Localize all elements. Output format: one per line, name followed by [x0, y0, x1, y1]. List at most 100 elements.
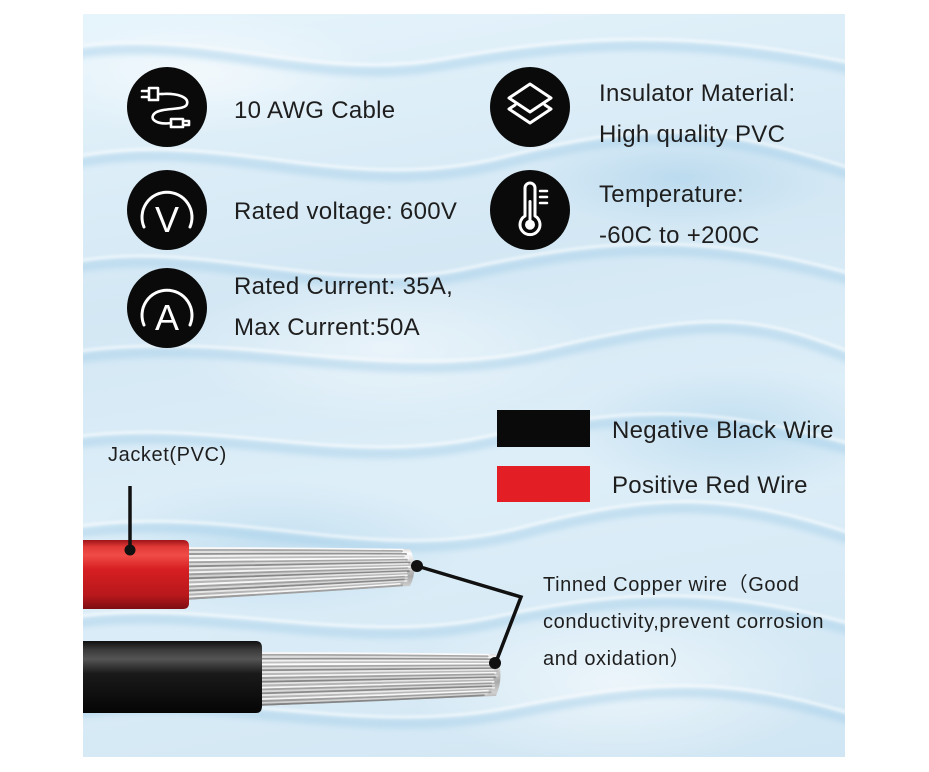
copper-strand — [183, 558, 408, 564]
voltage-icon-graphic: V — [140, 190, 194, 240]
copper-strand — [255, 691, 492, 703]
spec-text: 10 AWG Cable — [234, 90, 395, 131]
copper-strand — [255, 657, 493, 661]
copper-strand — [183, 555, 405, 560]
copper-callout-line — [416, 564, 524, 663]
current-icon-graphic: A — [140, 288, 194, 338]
legend-label-red: Positive Red Wire — [612, 472, 808, 499]
layer-bottom — [507, 103, 553, 125]
copper-strand — [183, 574, 408, 586]
copper-strand — [255, 683, 496, 693]
copper-strand — [183, 567, 409, 576]
copper-strand — [183, 570, 410, 580]
layer-top — [507, 82, 553, 114]
jacket-label: Jacket(PVC) — [108, 444, 227, 466]
black-wire-jacket — [83, 641, 262, 713]
copper-label-line: Tinned Copper wire（Good — [543, 574, 800, 596]
copper-strand — [183, 581, 405, 596]
copper-strand — [255, 670, 499, 676]
copper-strand — [255, 686, 496, 697]
copper-strand — [255, 671, 497, 677]
spec-text: Temperature: -60C to +200C — [599, 174, 760, 256]
copper-strand — [255, 694, 485, 706]
cable-icon — [127, 67, 207, 147]
current-glyph: A — [155, 297, 179, 338]
spec-insulator-material: Insulator Material: High quality PVC — [490, 67, 795, 148]
ice-texture-background — [83, 14, 845, 757]
copper-strand — [183, 578, 405, 592]
voltage-glyph: V — [155, 199, 179, 240]
legend-label-black: Negative Black Wire — [612, 417, 834, 444]
copper-label-line: conductivity,prevent corrosion — [543, 611, 825, 633]
copper-strand — [255, 652, 490, 656]
jacket-callout-dot — [124, 544, 136, 556]
copper-strand — [183, 575, 405, 588]
thermometer-icon-graphic — [518, 181, 549, 237]
copper-strand — [255, 692, 489, 704]
spec-text: Insulator Material: High quality PVC — [599, 73, 795, 155]
copper-strand — [183, 557, 410, 562]
layers-icon — [490, 67, 570, 147]
gauge-arc — [140, 288, 194, 327]
plug-left — [140, 86, 164, 102]
copper-strand — [183, 565, 411, 574]
copper-callout-dot-red — [411, 560, 423, 572]
copper-callout-dot-black — [489, 657, 501, 669]
copper-label-line: and oxidation） — [543, 648, 691, 670]
copper-strand — [183, 568, 413, 578]
copper-strand — [183, 554, 406, 558]
voltage-icon: V — [127, 170, 207, 250]
spec-line: High quality PVC — [599, 121, 786, 148]
current-icon: A — [127, 268, 207, 348]
spec-rated-current: A Rated Current: 35A, Max Current:50A — [127, 268, 453, 348]
copper-strand — [183, 550, 403, 554]
copper-strand — [255, 673, 495, 679]
copper-strand — [255, 668, 495, 674]
copper-strand — [255, 685, 493, 695]
spec-temperature: Temperature: -60C to +200C — [490, 170, 759, 250]
copper-strand — [255, 680, 495, 689]
copper-strand — [183, 549, 403, 553]
spec-line: Rated Current: 35A, — [234, 273, 454, 300]
spec-text: Rated Current: 35A, Max Current:50A — [234, 266, 453, 348]
copper-strand — [183, 561, 411, 568]
red-wire-copper-strands — [183, 547, 415, 600]
copper-strand — [255, 664, 494, 668]
spec-line: 10 AWG Cable — [234, 97, 396, 124]
copper-strand — [183, 582, 401, 598]
thermometer-tube — [518, 181, 542, 237]
spec-line: Temperature: — [599, 181, 744, 208]
copper-strand — [255, 674, 499, 681]
cable-coil — [151, 92, 189, 125]
spec-line: Insulator Material: — [599, 80, 796, 107]
layers-icon-graphic — [507, 82, 553, 125]
copper-strand — [183, 560, 407, 566]
spec-cable-gauge: 10 AWG Cable — [127, 67, 395, 147]
spec-rated-voltage: V Rated voltage: 600V — [127, 170, 457, 250]
thermometer-icon — [490, 170, 570, 250]
spec-text: Rated voltage: 600V — [234, 191, 457, 232]
spec-line: -60C to +200C — [599, 222, 760, 249]
copper-strand — [255, 662, 495, 666]
plug-right — [169, 117, 191, 129]
copper-strand — [255, 677, 494, 685]
spec-line: Max Current:50A — [234, 314, 420, 341]
legend-swatch-black — [497, 410, 590, 447]
cable-icon-graphic — [140, 86, 191, 129]
copper-strand — [255, 679, 498, 687]
copper-strand — [183, 580, 408, 594]
gauge-arc — [140, 190, 194, 229]
copper-strand — [255, 655, 488, 659]
legend-swatch-red — [497, 466, 590, 502]
copper-strand — [255, 682, 492, 691]
copper-strand — [255, 667, 497, 672]
thermometer-bulb — [525, 219, 535, 230]
copper-strand — [183, 564, 413, 572]
copper-strand — [255, 688, 493, 699]
spec-line: Rated voltage: 600V — [234, 198, 458, 225]
copper-strand — [255, 654, 489, 658]
copper-strand — [255, 689, 489, 701]
copper-strand — [183, 571, 408, 582]
